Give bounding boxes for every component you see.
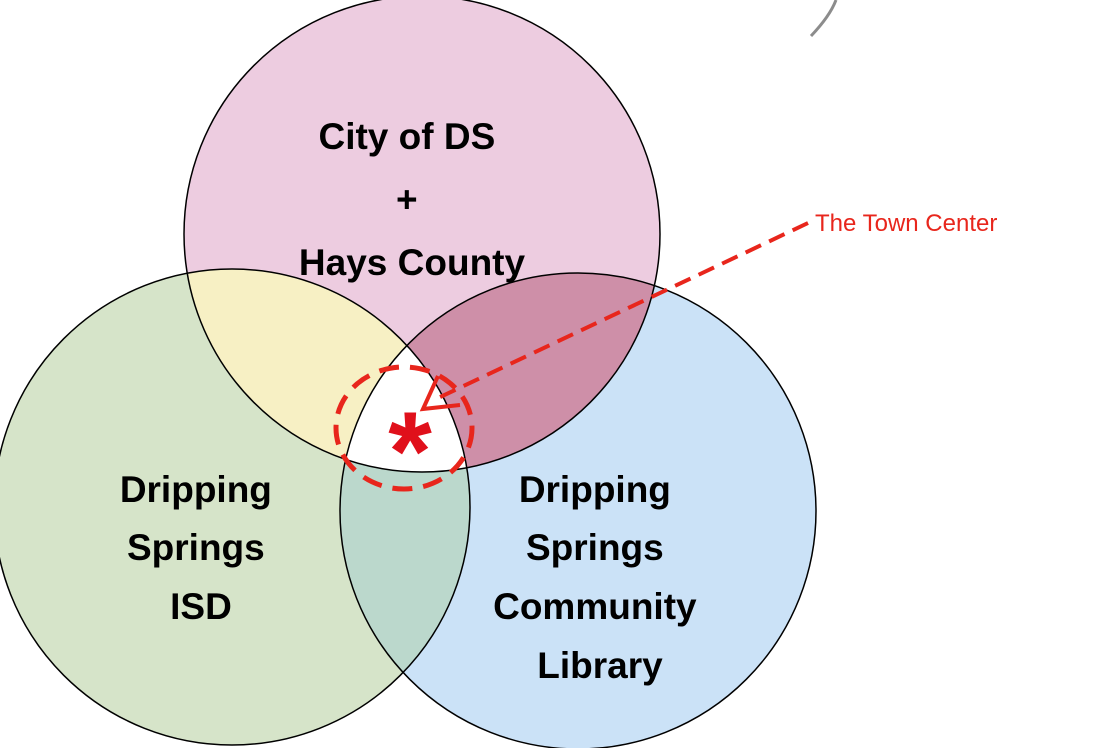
set-label-line: Springs (127, 527, 265, 568)
set-label-line: + (396, 179, 418, 220)
callout-arrowhead (419, 375, 461, 412)
outline-isd (0, 268, 471, 746)
set-label-line: Dripping (120, 469, 272, 510)
set-label-line: Hays County (299, 242, 526, 283)
callout-dashed-line (435, 221, 809, 401)
set-label-line: Dripping (519, 469, 671, 510)
set-label-line: ISD (170, 586, 232, 627)
outline-city (183, 0, 661, 473)
set-label-line: Library (537, 645, 663, 686)
set-label-city: City of DS + Hays County (299, 116, 526, 283)
set-label-line: City of DS (318, 116, 495, 157)
set-label-line: Community (493, 586, 697, 627)
edge-arc-decoration (809, 0, 838, 38)
set-label-library: Dripping Springs Community Library (493, 469, 707, 686)
callout-label-town-center: The Town Center (815, 210, 997, 237)
outline-library (339, 272, 817, 748)
set-label-isd: Dripping Springs ISD (120, 469, 282, 627)
set-label-line: Springs (526, 527, 664, 568)
overlap-city-isd (184, 269, 470, 472)
overlap-city-library (340, 273, 660, 472)
center-highlight-ring (333, 364, 475, 492)
